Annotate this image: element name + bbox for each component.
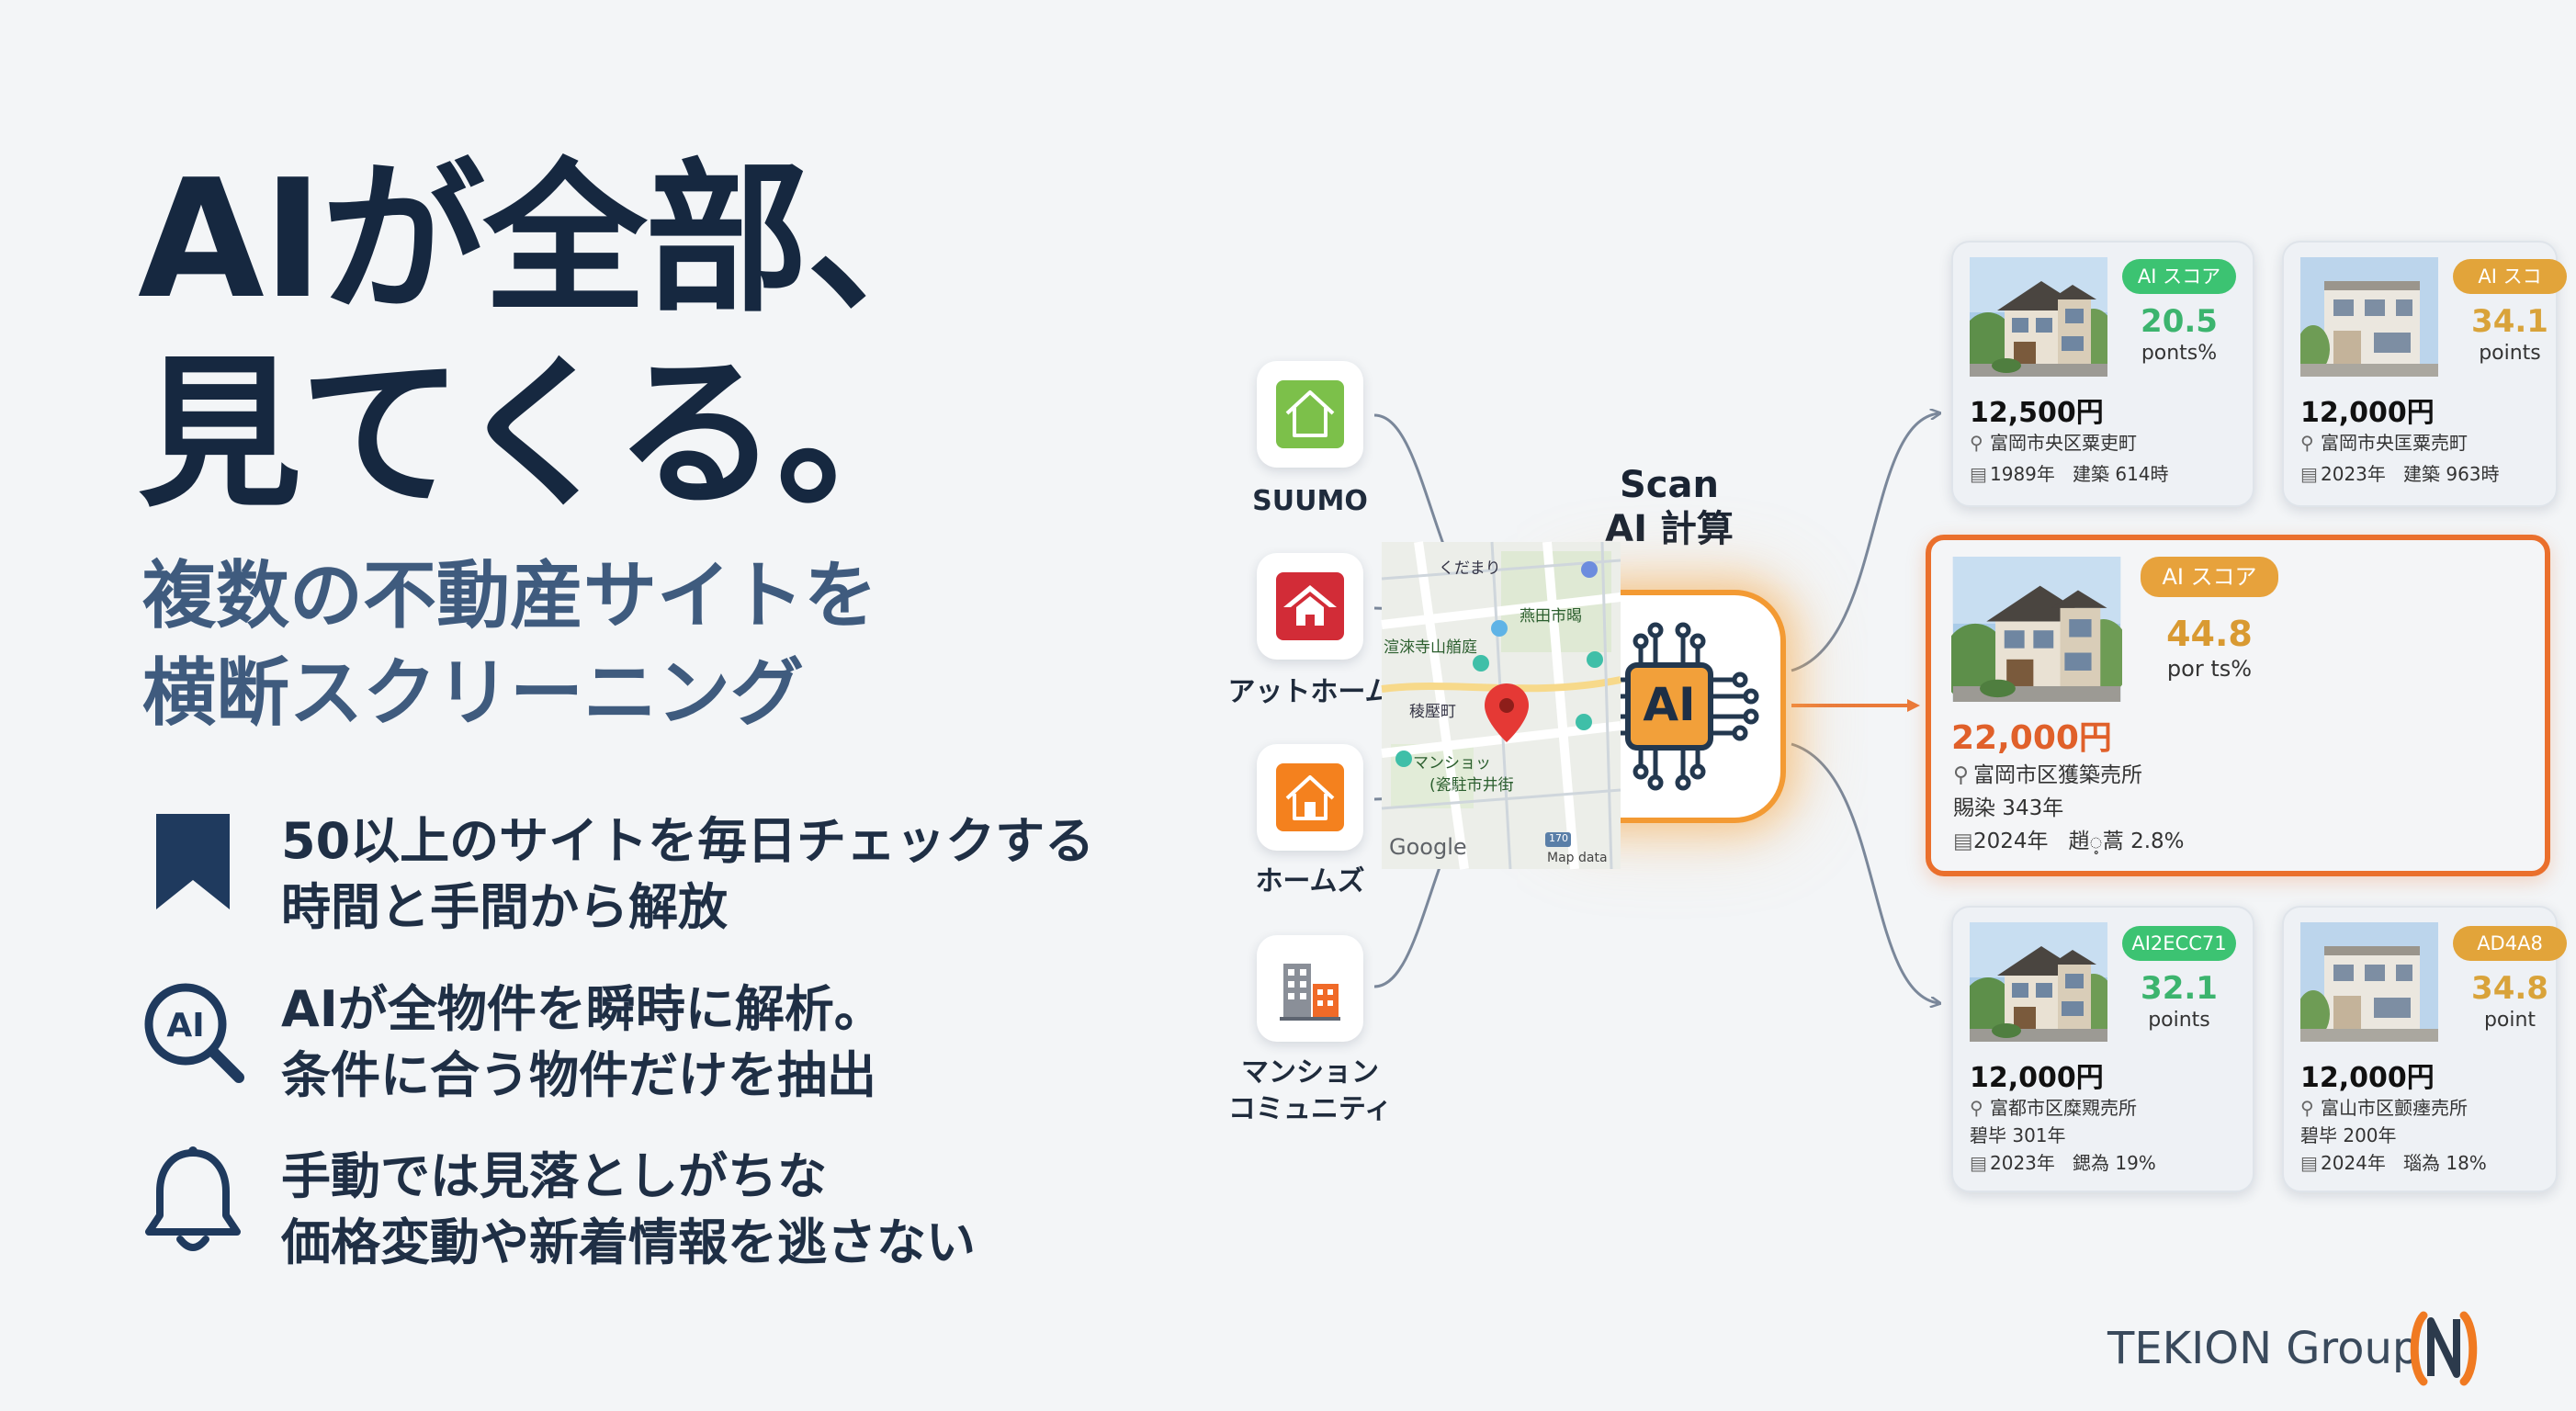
location-pin-icon: ⚲	[1970, 1097, 1983, 1119]
house-icon	[1276, 572, 1344, 640]
google-logo: Google	[1389, 834, 1467, 860]
feature-line-2: 時間と手間から解放	[281, 878, 728, 936]
source-label: ホームズ	[1255, 865, 1365, 897]
ai-score-unit: ponts%	[2141, 342, 2218, 365]
subheadline-line-1: 複数の不動産サイトを	[142, 553, 877, 638]
property-price: 12,000円	[2300, 1062, 2435, 1094]
brand-logo-icon	[2410, 1311, 2478, 1386]
property-photo	[1970, 922, 2107, 1042]
ai-score-value: 20.5	[2141, 303, 2218, 340]
map-attribution: Map data	[1547, 851, 1608, 865]
ai-score-unit: point	[2483, 1009, 2536, 1032]
ai-score-badge: AI スコ	[2453, 259, 2567, 294]
map-label: 稜壓町	[1409, 703, 1456, 721]
ai-score-unit: points	[2148, 1009, 2210, 1032]
property-address: ⚲富岡市央匡粟売町	[2300, 432, 2468, 454]
ai-score-unit: points	[2479, 342, 2541, 365]
property-photo	[1951, 557, 2122, 702]
headline-line-1: AIが全部、	[138, 144, 970, 334]
map-label: 燕田市暍	[1520, 607, 1582, 626]
property-address: ⚲富岡市区獲築売所	[1953, 763, 2142, 787]
scan-label: Scan AI 計算	[1605, 464, 1734, 550]
building-icon: ▤	[1970, 463, 1987, 485]
ai-score-badge: AI2ECC71	[2122, 926, 2236, 961]
svg-text:AI: AI	[166, 1007, 204, 1044]
subheadline-line-2: 横断スクリーニング	[142, 650, 804, 736]
ai-score-unit: por ts%	[2166, 656, 2253, 682]
property-detail: 碧毕 301年	[1970, 1124, 2066, 1146]
property-photo	[2300, 922, 2438, 1042]
headline: AIが全部、 見てくる。	[138, 142, 970, 532]
map-label: 170	[1549, 832, 1568, 844]
brand-name: TEKION Group	[2107, 1323, 2421, 1374]
property-meta: ▤2023年 建築 963時	[2300, 463, 2500, 485]
location-pin-icon: ⚲	[2300, 432, 2314, 454]
ai-search-icon: AI	[144, 983, 244, 1083]
property-address: ⚲富山市区颤瘗売所	[2300, 1097, 2468, 1119]
house-icon	[1276, 380, 1344, 448]
feature-line-1: 50以上のサイトを毎日チェックする	[281, 812, 1095, 870]
map-graphic	[1381, 541, 1621, 870]
source-tile-suumo[interactable]	[1257, 361, 1363, 468]
feature-line-2: 価格変動や新着情報を逃さない	[281, 1213, 976, 1271]
ai-score-value: 34.8	[2471, 970, 2548, 1007]
property-price: 12,000円	[1970, 1062, 2104, 1094]
location-pin-icon: ⚲	[1953, 763, 1969, 787]
ai-score-badge: AI スコア	[2141, 557, 2278, 597]
source-tile-homes[interactable]	[1257, 744, 1363, 851]
ai-score-value: 32.1	[2141, 970, 2218, 1007]
property-meta: ▤2024年 趙့蒿 2.8%	[1953, 830, 2185, 853]
feature-line-1: 手動では見落としがちな	[281, 1147, 827, 1205]
house-icon	[1276, 763, 1344, 831]
ai-score-badge: AI スコア	[2122, 259, 2236, 294]
ai-score-value: 44.8	[2166, 614, 2253, 654]
map-label: くだまり	[1439, 559, 1501, 578]
feature-item: 手動では見落としがちな 価格変動や新着情報を逃さない	[138, 1144, 1240, 1281]
building-icon: ▤	[1970, 1152, 1987, 1174]
building-icon: ▤	[2300, 1152, 2318, 1174]
source-label: マンション コミュニティ	[1227, 1056, 1393, 1125]
feature-line-1: AIが全物件を瞬時に解析。	[281, 980, 884, 1038]
property-photo	[2300, 257, 2438, 377]
ai-chip-label: AI	[1643, 678, 1695, 731]
headline-line-2: 見てくる。	[138, 339, 940, 529]
property-price: 12,500円	[1970, 397, 2104, 429]
building-icon: ▤	[2300, 463, 2318, 485]
ai-score-badge: AD4A8	[2453, 926, 2567, 961]
location-pin-icon: ⚲	[2300, 1097, 2314, 1119]
ai-score-value: 34.1	[2471, 303, 2548, 340]
map-label: マンショッ	[1413, 754, 1491, 773]
location-pin-icon: ⚲	[1970, 432, 1983, 454]
property-price: 22,000円	[1951, 719, 2112, 757]
map-label: (瓷駐市井街	[1429, 776, 1514, 795]
source-label: アットホーム	[1227, 676, 1393, 708]
property-price: 12,000円	[2300, 397, 2435, 429]
bell-icon	[145, 1146, 241, 1251]
source-label: SUUMO	[1252, 485, 1368, 517]
property-address: ⚲富都市区糜覭売所	[1970, 1097, 2137, 1119]
subheadline: 複数の不動産サイトを 横断スクリーニング	[142, 547, 877, 742]
source-tile-athome[interactable]	[1257, 553, 1363, 660]
property-address: ⚲富岡市央区粟吏町	[1970, 432, 2137, 454]
feature-item: AI AIが全物件を瞬時に解析。 条件に合う物件だけを抽出	[138, 976, 1240, 1114]
map-label: 渲淶寺山艏庭	[1384, 638, 1477, 657]
property-detail: 賜染 343年	[1953, 796, 2064, 820]
property-detail: 碧毕 200年	[2300, 1124, 2397, 1146]
bookmark-icon	[156, 814, 230, 909]
property-meta: ▤1989年 建築 614時	[1970, 463, 2169, 485]
source-tile-mansion-community[interactable]	[1257, 935, 1363, 1042]
property-photo	[1970, 257, 2107, 377]
building-icon: ▤	[1953, 830, 1973, 853]
building-icon	[1280, 964, 1340, 1021]
map-panel[interactable]: くだまり 燕田市暍 渲淶寺山艏庭 稜壓町 マンショッ (瓷駐市井街 170 Go…	[1381, 541, 1621, 870]
feature-line-2: 条件に合う物件だけを抽出	[281, 1046, 876, 1104]
property-meta: ▤2023年 鍶為 19%	[1970, 1152, 2156, 1174]
feature-item: 50以上のサイトを毎日チェックする 時間と手間から解放	[138, 808, 1240, 946]
property-meta: ▤2024年 瑙為 18%	[2300, 1152, 2487, 1174]
